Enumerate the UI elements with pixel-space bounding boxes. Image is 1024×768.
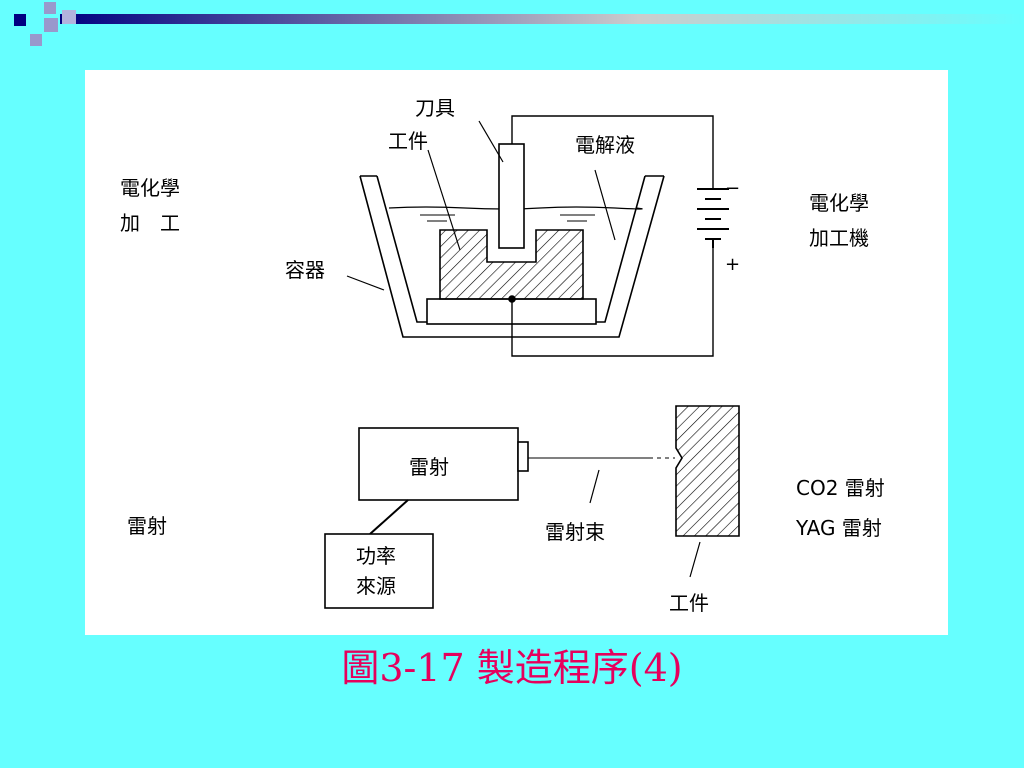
laser-labels: 雷射 雷射 功率 來源 雷射束 工件 CO2 雷射 YAG 雷射 <box>127 455 885 615</box>
power-source-box <box>324 533 434 609</box>
leader-beam <box>589 469 600 504</box>
deco-square-2 <box>44 2 56 14</box>
laser-nozzle <box>517 441 529 472</box>
wire-top <box>511 115 714 189</box>
laser-diagram <box>324 405 740 609</box>
junction-dot <box>508 295 516 303</box>
electrolyte-label: 電解液 <box>575 133 635 157</box>
electrolyte-surface <box>388 206 643 210</box>
header-decoration <box>14 2 1024 46</box>
battery-minus-label: − <box>725 178 740 199</box>
deco-square-5 <box>62 10 76 24</box>
leader-container <box>346 275 385 291</box>
laser-left-label: 雷射 <box>127 514 167 538</box>
workpiece-laser <box>675 405 740 537</box>
workpiece-label-ecm: 工件 <box>388 129 428 153</box>
power-source-label-2: 來源 <box>356 574 396 598</box>
ecm-right-label-2: 加工機 <box>809 226 869 250</box>
deco-square-3 <box>44 18 58 32</box>
ecm-left-label-1: 電化學 <box>120 176 180 200</box>
ecm-diagram <box>346 115 729 357</box>
leader-tool <box>478 120 504 163</box>
workpiece-ecm <box>439 229 584 300</box>
battery-icon <box>697 188 729 248</box>
leader-workpiece <box>427 149 461 251</box>
leader-workpiece-laser <box>689 541 701 578</box>
battery-plus-label: + <box>725 254 740 275</box>
laser-right-label-1: CO2 雷射 <box>796 476 885 500</box>
container-outer <box>359 175 665 338</box>
workpiece-label-laser: 工件 <box>669 591 709 615</box>
power-cable <box>369 499 409 535</box>
container-label: 容器 <box>285 258 325 282</box>
laser-box <box>358 427 519 501</box>
wire-bottom <box>511 248 714 357</box>
beam-label: 雷射束 <box>545 520 605 544</box>
power-source-label-1: 功率 <box>356 544 396 568</box>
tool-label: 刀具 <box>415 96 455 120</box>
tool-electrode <box>498 143 525 249</box>
laser-right-label-2: YAG 雷射 <box>795 516 882 540</box>
leader-electrolyte <box>594 169 616 241</box>
diagram-panel: 電化學 加 工 電化學 加工機 刀具 工件 電解液 容器 − + 雷射 雷射 <box>85 70 948 635</box>
header-gradient-bar <box>60 14 1024 24</box>
ecm-left-label-2: 加 工 <box>120 211 180 235</box>
ecm-right-label-1: 電化學 <box>809 191 869 215</box>
deco-square-4 <box>30 34 42 46</box>
laser-box-label: 雷射 <box>409 455 449 479</box>
ecm-labels: 電化學 加 工 電化學 加工機 刀具 工件 電解液 容器 − + <box>120 96 869 282</box>
figure-caption: 圖3-17 製造程序(4) <box>341 646 683 690</box>
deco-square-1 <box>14 14 26 26</box>
